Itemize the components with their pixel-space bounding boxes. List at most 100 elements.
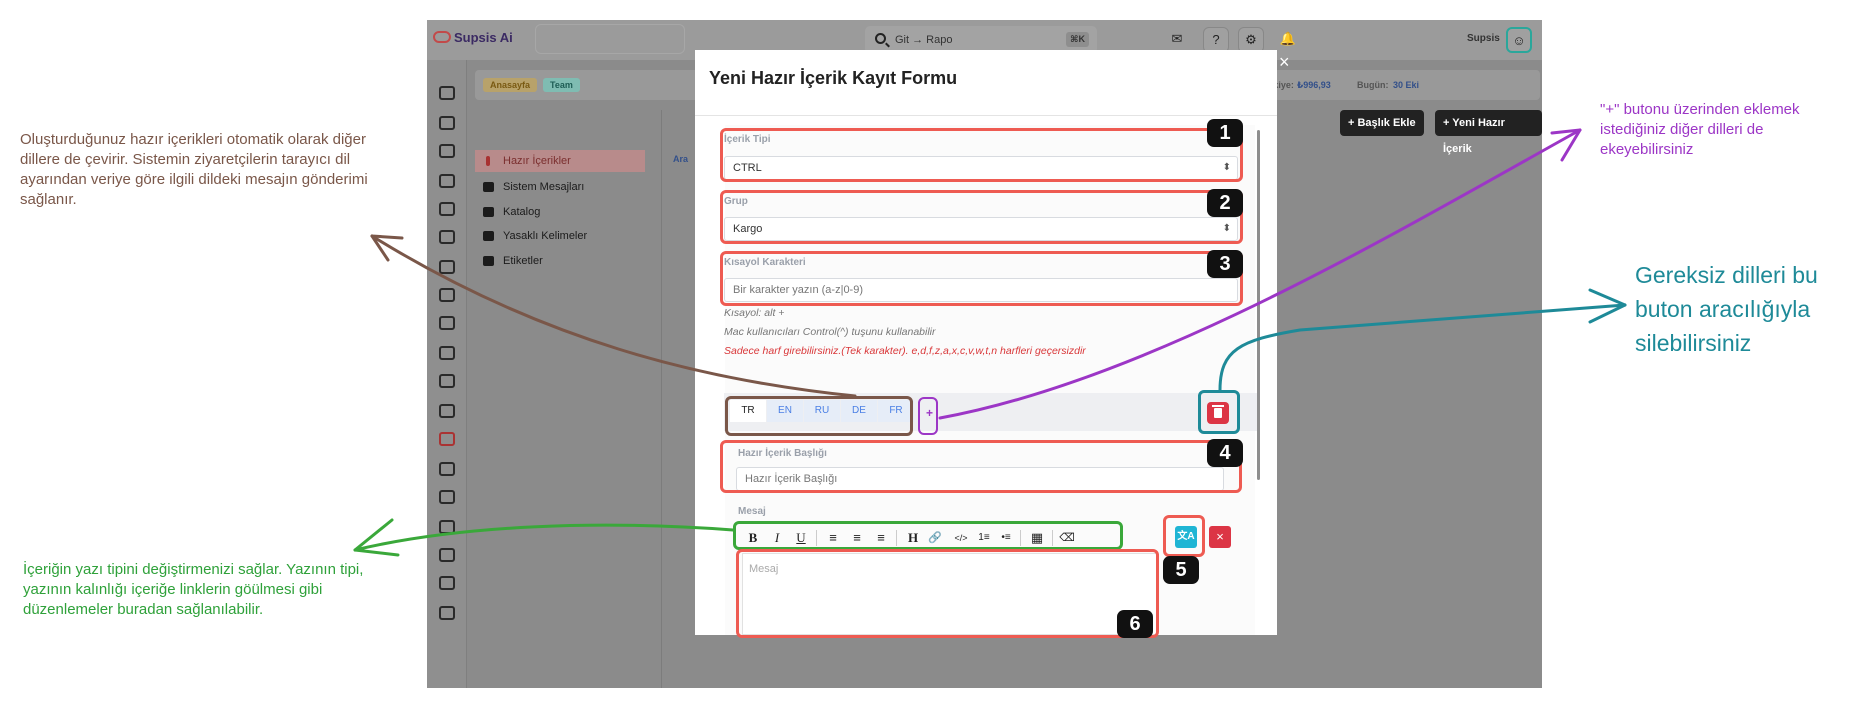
sidebar-settings-icon[interactable] <box>439 520 455 534</box>
breadcrumb-home[interactable]: Anasayfa <box>483 78 538 92</box>
top-placeholder <box>535 24 685 54</box>
underline-button[interactable]: U <box>796 530 806 545</box>
keyboard-icon <box>483 231 494 241</box>
shapes-icon <box>483 207 494 217</box>
ordered-list-button[interactable]: 1≡ <box>978 532 990 543</box>
add-title-label: Başlık Ekle <box>1357 117 1416 129</box>
breadcrumb-team[interactable]: Team <box>543 78 580 92</box>
highlight-shortcut <box>720 251 1243 306</box>
sidebar <box>427 60 467 688</box>
submenu-item-catalog[interactable]: Katalog <box>475 201 645 223</box>
logo-icon <box>433 31 451 43</box>
green-arrow-head <box>353 518 400 557</box>
teal-arrow-head <box>1588 288 1627 324</box>
tab-lang-tr[interactable]: TR <box>730 400 766 422</box>
heading-button[interactable]: H <box>907 530 919 545</box>
message-label: Mesaj <box>738 506 766 517</box>
italic-button[interactable]: I <box>774 530 780 545</box>
content-title-label: Hazır İçerik Başlığı <box>738 448 827 459</box>
sidebar-clock-icon[interactable] <box>439 606 455 620</box>
align-right-button[interactable]: ≡ <box>877 530 885 545</box>
submenu: Hazır İçerikler Sistem Mesajları Katalog… <box>467 110 662 688</box>
wp-balance-value: ₺996,93 <box>1297 80 1331 90</box>
modal-divider <box>695 115 1277 116</box>
bullet-list-button[interactable]: •≡ <box>1001 532 1011 543</box>
tag-icon <box>483 256 494 266</box>
badge-4: 4 <box>1207 439 1243 467</box>
add-language-button[interactable]: + <box>926 406 934 420</box>
sidebar-bolt-icon[interactable] <box>439 462 455 476</box>
sidebar-bot-icon[interactable] <box>439 116 455 130</box>
sidebar-list-icon[interactable] <box>439 288 455 302</box>
brown-arrow-head <box>370 234 404 262</box>
link-button[interactable]: 🔗 <box>928 532 942 544</box>
submenu-item-label: Sistem Mesajları <box>503 181 585 193</box>
message-editor[interactable] <box>742 553 1158 635</box>
sidebar-card-icon[interactable] <box>439 202 455 216</box>
mail-icon[interactable]: ✉ <box>1171 31 1183 46</box>
sidebar-grid-icon[interactable] <box>439 490 455 504</box>
tab-lang-fr[interactable]: FR <box>878 400 914 422</box>
submenu-item-label: Katalog <box>503 206 541 218</box>
clear-format-button[interactable]: ⌫ <box>1059 532 1075 544</box>
sidebar-gallery-icon[interactable] <box>439 576 455 590</box>
content-title-input[interactable]: Hazır İçerik Başlığı <box>736 467 1224 491</box>
badge-1: 1 <box>1207 119 1243 147</box>
align-left-button[interactable]: ≡ <box>829 530 837 545</box>
sidebar-share-icon[interactable] <box>439 548 455 562</box>
sidebar-ticket-icon[interactable] <box>439 346 455 360</box>
sidebar-home-icon[interactable] <box>439 86 455 100</box>
highlight-delete-language <box>1198 390 1240 434</box>
highlight-message <box>736 549 1159 638</box>
user-name[interactable]: Supsis <box>1467 33 1500 44</box>
sidebar-pen-icon[interactable] <box>439 432 455 446</box>
sidebar-table-icon[interactable] <box>439 174 455 188</box>
submenu-item-system-messages[interactable]: Sistem Mesajları <box>475 176 645 198</box>
submenu-partial: Ara <box>673 154 689 164</box>
translate-button[interactable]: 文A <box>1175 526 1197 548</box>
sidebar-inbox-icon[interactable] <box>439 374 455 388</box>
add-title-button[interactable]: + Başlık Ekle <box>1340 110 1424 136</box>
code-button[interactable]: </> <box>954 533 968 543</box>
submenu-item-label: Etiketler <box>503 255 543 267</box>
modal-title: Yeni Hazır İçerik Kayıt Formu <box>709 68 958 88</box>
sidebar-puzzle-icon[interactable] <box>439 144 455 158</box>
highlight-group <box>720 190 1243 244</box>
table-button[interactable]: ▦ <box>1030 530 1044 545</box>
sidebar-calendar-icon[interactable] <box>439 260 455 274</box>
submenu-item-tags[interactable]: Etiketler <box>475 250 645 272</box>
align-center-button[interactable]: ≡ <box>853 530 861 545</box>
global-search[interactable]: Git → Rapo ⌘K <box>865 26 1097 54</box>
new-content-button[interactable]: + Yeni Hazır İçerik <box>1435 110 1542 155</box>
modal-scrollbar[interactable] <box>1257 130 1260 480</box>
bell-icon[interactable]: 🔔 <box>1279 31 1297 46</box>
tab-lang-en[interactable]: EN <box>767 400 803 422</box>
annotation-translation: Oluşturduğunuz hazır içerikleri otomatik… <box>20 131 368 208</box>
sidebar-note-icon[interactable] <box>439 316 455 330</box>
toolbar-divider <box>1052 530 1053 546</box>
search-shortcut: ⌘K <box>1066 32 1089 47</box>
message-placeholder: Mesaj <box>749 563 779 575</box>
avatar[interactable]: ☺ <box>1506 27 1532 53</box>
sidebar-user-icon[interactable] <box>439 404 455 418</box>
today-label: Bugün: <box>1357 80 1389 90</box>
submenu-item-ready-content[interactable]: Hazır İçerikler <box>475 150 645 172</box>
hint-letters: Sadece harf girebilirsiniz.(Tek karakter… <box>724 345 1086 357</box>
bolt-icon <box>486 156 490 166</box>
help-icon[interactable]: ? <box>1203 27 1229 53</box>
tab-lang-de[interactable]: DE <box>841 400 877 422</box>
sidebar-mail-icon[interactable] <box>439 230 455 244</box>
bold-button[interactable]: B <box>748 530 758 545</box>
group-label: Grup <box>724 196 748 207</box>
tab-lang-ru[interactable]: RU <box>804 400 840 422</box>
remove-message-button[interactable]: × <box>1209 526 1231 548</box>
highlight-languages <box>725 396 913 436</box>
close-icon[interactable]: × <box>1279 52 1290 72</box>
badge-5: 5 <box>1163 556 1199 584</box>
submenu-item-banned-words[interactable]: Yasaklı Kelimeler <box>475 225 645 247</box>
brand-logo[interactable]: Supsis Ai <box>433 30 513 45</box>
gear-icon[interactable]: ⚙ <box>1238 27 1264 53</box>
toolbar-divider <box>816 530 817 546</box>
annotation-delete-language: Gereksiz dilleri bu buton aracılığıyla s… <box>1635 262 1818 356</box>
hint-shortcut: Kısayol: alt + <box>724 307 785 319</box>
